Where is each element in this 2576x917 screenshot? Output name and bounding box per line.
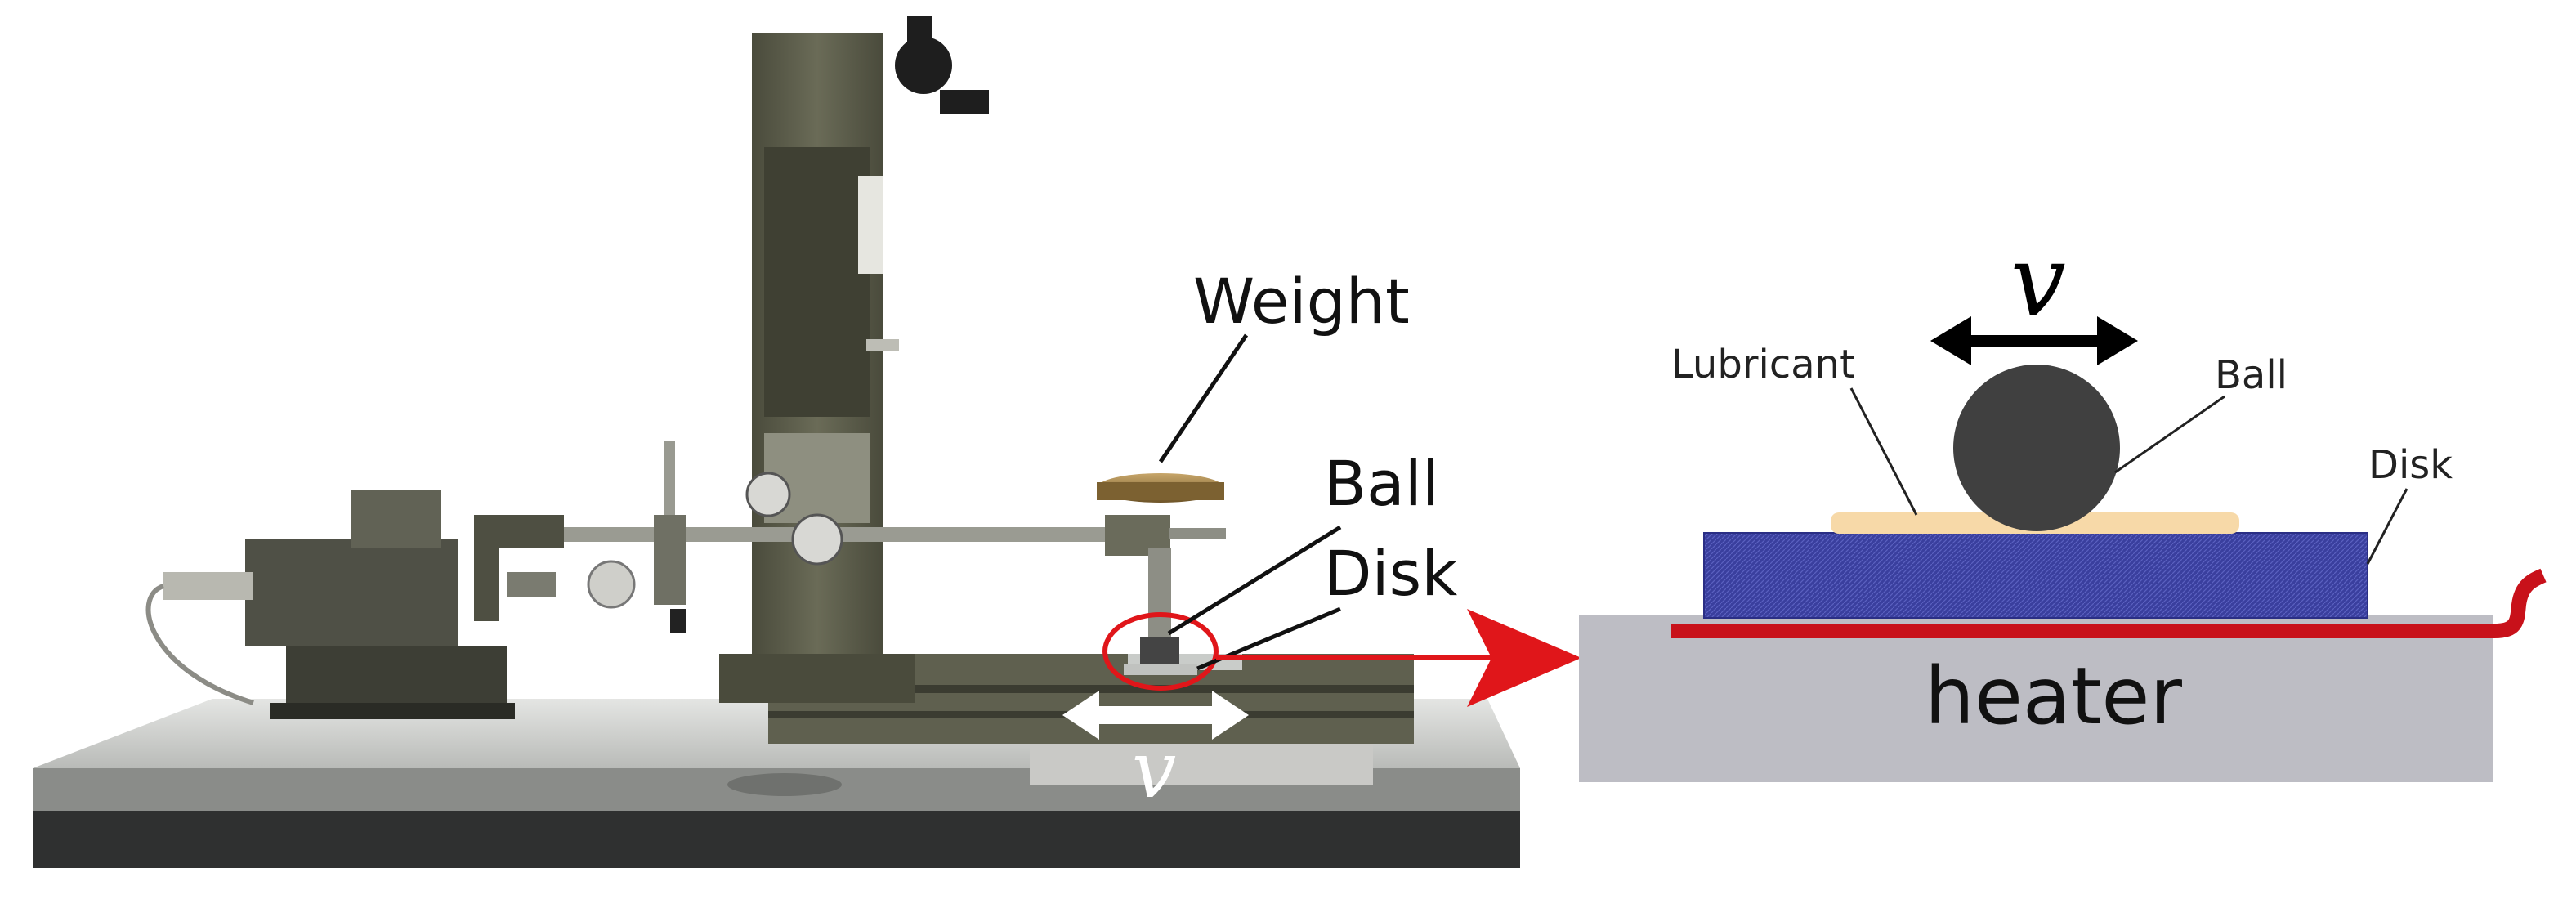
velocity-arrow-photo (1062, 691, 1249, 740)
photo-label-disk: Disk (1324, 537, 1457, 610)
vertical-column (719, 16, 989, 703)
heater-wire (1671, 568, 2547, 638)
leader-line-schematic-disk (2366, 488, 2408, 565)
photo-label-weight: Weight (1193, 265, 1410, 338)
apparatus-photo: Weight Ball Disk v (33, 16, 1581, 868)
heater-block (1579, 615, 2493, 782)
photo-label-ball: Ball (1324, 447, 1439, 520)
weight-assembly (1097, 473, 1226, 675)
schematic-label-disk: Disk (2368, 442, 2453, 488)
link-arrow-red (1216, 609, 1581, 707)
schematic-label-ball: Ball (2215, 352, 2288, 398)
loading-arm (474, 441, 1111, 633)
leader-line-schematic-ball (2114, 395, 2225, 474)
leader-line-lubricant (1849, 387, 1918, 516)
schematic-label-velocity: v (2010, 225, 2066, 338)
drive-unit (145, 490, 515, 719)
schematic-label-lubricant: Lubricant (1671, 342, 1855, 387)
leader-line-ball (1167, 525, 1342, 636)
contact-highlight-circle (1102, 612, 1219, 691)
disk-block (1703, 532, 2368, 619)
ball (1953, 365, 2120, 531)
schematic: heater v Lubricant Ball Disk (1579, 225, 2547, 782)
photo-label-velocity: v (1132, 724, 1176, 816)
leader-line-weight (1158, 333, 1249, 463)
schematic-label-heater: heater (1925, 651, 2182, 742)
velocity-arrow-schematic (1930, 316, 2138, 365)
